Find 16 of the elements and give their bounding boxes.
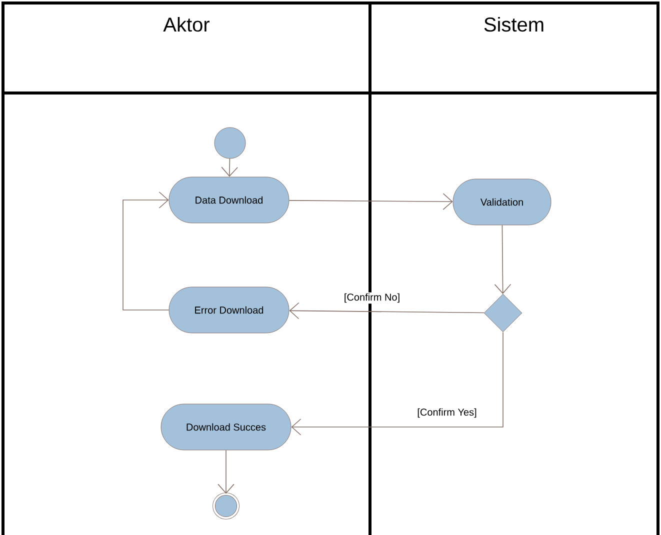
arrow <box>289 302 484 320</box>
arrow <box>122 192 170 310</box>
arrow <box>494 224 512 294</box>
arrow <box>218 450 234 494</box>
initial-node <box>214 127 246 159</box>
arrow <box>291 332 504 436</box>
action-box: Download Succes <box>160 404 292 450</box>
edge-label: [Confirm Yes] <box>416 407 478 419</box>
arrow <box>288 193 453 210</box>
action-box: Error Download <box>168 286 290 334</box>
arrow <box>221 158 238 177</box>
edge-label: [Confirm No] <box>342 292 402 304</box>
action-box: Validation <box>452 178 552 226</box>
final-node <box>212 492 240 520</box>
action-box: Data Download <box>168 176 290 224</box>
decision-diamond <box>484 294 522 332</box>
